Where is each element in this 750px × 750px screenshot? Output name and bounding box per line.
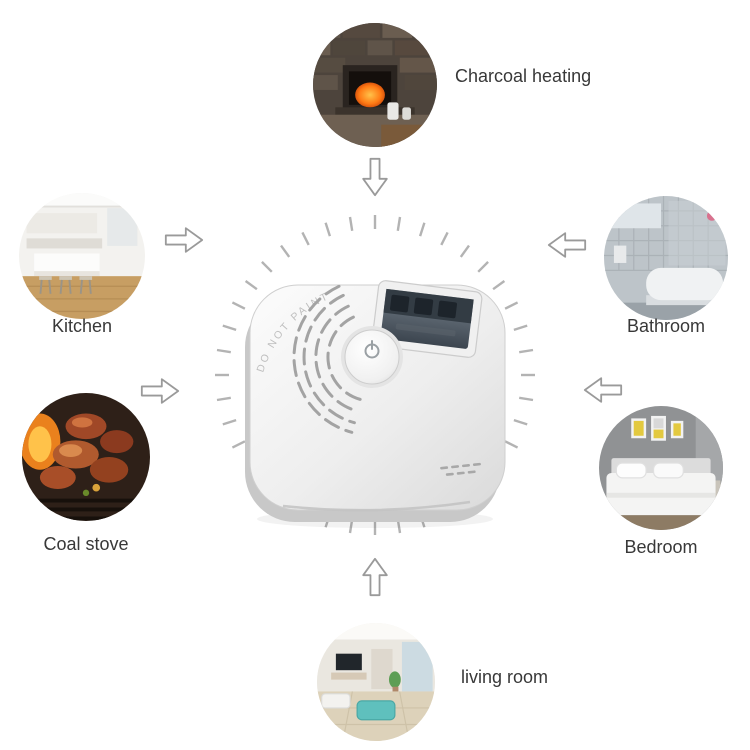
- sofa: [321, 693, 351, 709]
- living-room-illustration: [317, 623, 435, 741]
- living-room-label: living room: [461, 667, 549, 687]
- arrow-bathroom-to-device: [547, 230, 587, 260]
- device-bottom-edge: [282, 500, 471, 512]
- flower: [706, 210, 717, 221]
- towel: [613, 245, 627, 263]
- kitchen-illustration: [19, 193, 145, 319]
- bedroom-photo: [599, 406, 723, 530]
- wall-art-frames: [631, 415, 684, 441]
- window: [611, 203, 662, 229]
- pillow: [652, 462, 684, 479]
- shower-glass: [668, 200, 726, 266]
- coal-stove-label: Coal stove: [43, 534, 129, 554]
- tv: [335, 653, 362, 671]
- aqua-rug: [356, 700, 396, 721]
- bathroom-photo: [604, 196, 728, 320]
- power-icon: [364, 340, 380, 359]
- device-speaker-grille: [292, 284, 363, 434]
- kitchen-label: Kitchen: [51, 316, 113, 336]
- white-vase: [387, 102, 399, 120]
- pillow: [615, 462, 647, 479]
- device-vents: [440, 462, 481, 476]
- bathroom-label: Bathroom: [626, 316, 706, 336]
- arrow-bedroom-to-device: [583, 375, 623, 405]
- arrow-charcoal-heating-to-device: [360, 157, 390, 197]
- fire-glow: [355, 82, 385, 108]
- arrow-living-room-to-device: [360, 557, 390, 597]
- charcoal-heating-label: Charcoal heating: [455, 66, 592, 86]
- grill-illustration: [22, 393, 150, 521]
- plant: [388, 671, 401, 688]
- device-lcd-display: [371, 280, 483, 358]
- bedroom-illustration: [599, 406, 723, 530]
- device-area: DO NOT PAINT: [205, 205, 545, 545]
- bedroom-label: Bedroom: [624, 537, 698, 557]
- living-room-photo: [317, 623, 435, 741]
- arrow-coal-stove-to-device: [140, 376, 180, 406]
- coal-stove-photo: [22, 393, 150, 521]
- fireplace-illustration: [313, 23, 437, 147]
- arrow-kitchen-to-device: [164, 225, 204, 255]
- hallway: [371, 648, 393, 690]
- charcoal-heating-photo: [313, 23, 437, 147]
- bar-stools: [39, 276, 93, 294]
- tv-console: [331, 672, 367, 680]
- device-test-button[interactable]: [341, 326, 403, 388]
- window: [401, 641, 433, 692]
- cabinets: [26, 213, 98, 234]
- bathtub: [646, 267, 724, 301]
- grilled-meat: [39, 413, 134, 489]
- kitchen-photo: [19, 193, 145, 319]
- window: [107, 208, 138, 246]
- bathroom-illustration: [604, 196, 728, 320]
- island-counter: [34, 253, 100, 274]
- co-detector-device: DO NOT PAINT: [215, 215, 535, 535]
